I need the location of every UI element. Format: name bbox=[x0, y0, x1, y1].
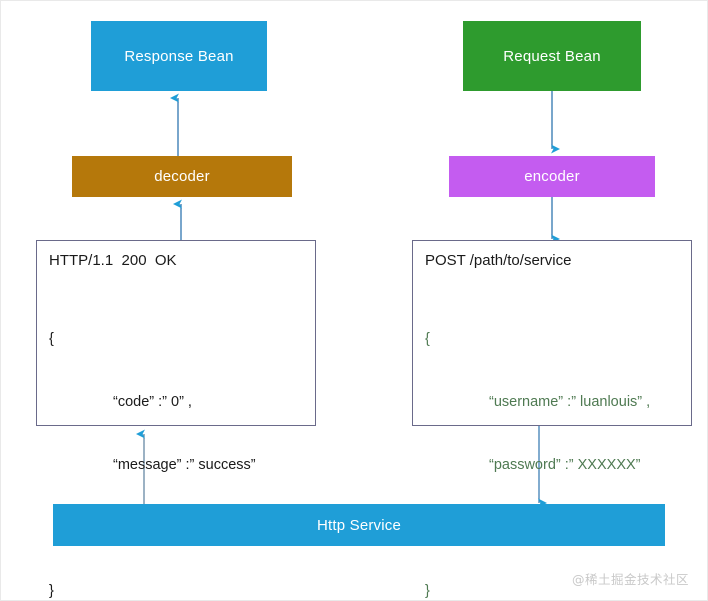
node-response-bean-label: Response Bean bbox=[124, 47, 234, 65]
request-message-box: POST /path/to/service { “username” :” lu… bbox=[412, 240, 692, 599]
response-field-code-row: “code” :” 0” , bbox=[49, 392, 303, 413]
response-message-box: HTTP/1.1 200 OK { “code” :” 0” , “messag… bbox=[36, 240, 316, 599]
request-json-body: { “username” :” luanlouis” , “password” … bbox=[425, 287, 679, 600]
response-field-code: “code” :” 0” , bbox=[113, 394, 192, 410]
response-open-brace: { bbox=[49, 331, 54, 347]
request-close-brace: } bbox=[425, 583, 430, 599]
node-decoder[interactable]: decoder bbox=[72, 156, 292, 197]
request-field-username: “username” :” luanlouis” , bbox=[489, 394, 651, 410]
request-field-username-row: “username” :” luanlouis” , bbox=[425, 392, 679, 413]
response-close-brace: } bbox=[49, 583, 54, 599]
request-open-brace: { bbox=[425, 331, 430, 347]
node-decoder-label: decoder bbox=[154, 168, 210, 185]
response-json-body: { “code” :” 0” , “message” :” success” } bbox=[49, 287, 303, 600]
request-field-password-row: “password” :” XXXXXX” bbox=[425, 455, 679, 476]
node-request-bean[interactable]: Request Bean bbox=[463, 21, 641, 91]
response-field-message: “message” :” success” bbox=[113, 457, 256, 473]
node-http-service-label: Http Service bbox=[316, 516, 402, 534]
node-encoder[interactable]: encoder bbox=[449, 156, 655, 197]
request-field-password: “password” :” XXXXXX” bbox=[489, 457, 641, 473]
node-http-service[interactable]: Http Service bbox=[53, 504, 665, 546]
node-response-bean[interactable]: Response Bean bbox=[91, 21, 267, 91]
response-status-line: HTTP/1.1 200 OK bbox=[49, 252, 177, 269]
request-status-line: POST /path/to/service bbox=[425, 252, 572, 269]
node-encoder-label: encoder bbox=[524, 168, 580, 185]
watermark: @稀土掘金技术社区 bbox=[571, 572, 689, 587]
response-field-message-row: “message” :” success” bbox=[49, 455, 303, 476]
node-request-bean-label: Request Bean bbox=[503, 47, 601, 65]
